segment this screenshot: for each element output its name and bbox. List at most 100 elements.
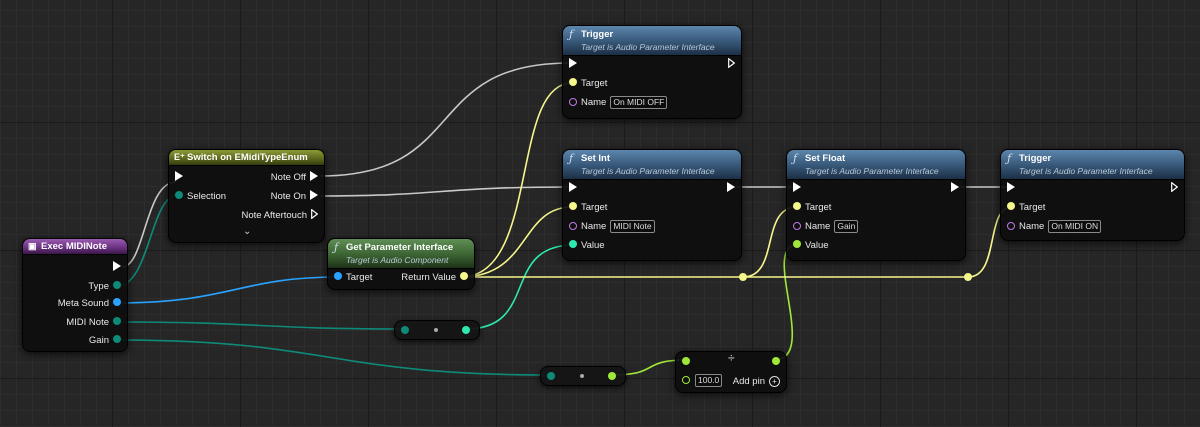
input-target[interactable]: Target	[1007, 201, 1049, 215]
expand-chevron-icon[interactable]: ⌄	[243, 226, 252, 237]
exec-wire	[319, 62, 571, 177]
trigger-on-node[interactable]: ƒ Trigger Target is Audio Parameter Inte…	[1000, 149, 1185, 241]
exec-input-row[interactable]	[569, 182, 577, 196]
exec-pin-icon[interactable]	[1171, 182, 1178, 193]
input-value[interactable]: Value	[569, 239, 609, 253]
output-return-value[interactable]: Return Value	[397, 271, 468, 285]
input-divisor[interactable]: 100.0	[682, 374, 723, 388]
output-meta-sound[interactable]: Meta Sound	[54, 297, 121, 311]
data-pin-icon[interactable]	[334, 272, 342, 281]
data-pin-icon[interactable]	[547, 372, 555, 380]
data-pin-icon[interactable]	[569, 202, 577, 211]
input-target[interactable]: Target	[569, 201, 611, 215]
exec-pin-icon[interactable]	[793, 182, 801, 193]
data-pin-icon[interactable]	[113, 317, 121, 326]
exec-pin-icon[interactable]	[569, 58, 577, 69]
output-note-off[interactable]: Note Off	[267, 171, 318, 185]
object-wire	[460, 206, 573, 278]
output-note-aftertouch[interactable]: Note Aftertouch	[238, 209, 318, 223]
data-pin-icon[interactable]	[462, 326, 470, 334]
data-pin-icon[interactable]	[1007, 221, 1015, 230]
exec-pin-icon[interactable]	[727, 182, 735, 193]
pin-label: Name	[581, 221, 607, 233]
data-pin-icon[interactable]	[569, 240, 577, 249]
int-wire	[465, 244, 575, 330]
exec-pin-icon[interactable]	[113, 261, 121, 272]
output-type[interactable]: Type	[84, 280, 121, 294]
data-pin-icon[interactable]	[793, 221, 801, 230]
output-gain[interactable]: Gain	[85, 334, 121, 348]
data-pin-icon[interactable]	[113, 335, 121, 344]
data-pin-icon[interactable]	[608, 372, 616, 380]
exec-pin-icon[interactable]	[175, 171, 183, 182]
exec-input-row[interactable]	[793, 182, 801, 196]
exec-midi-note-node[interactable]: ▣ Exec MIDINote Type Meta Sound MIDI Not…	[22, 238, 128, 352]
exec-input-row[interactable]	[1007, 182, 1015, 196]
get-parameter-interface-node[interactable]: ƒ Get Parameter Interface Target is Audi…	[327, 238, 475, 290]
exec-pin-icon[interactable]	[311, 209, 318, 220]
name-field[interactable]: On MIDI OFF	[610, 96, 668, 109]
node-header: E⁺ Switch on EMidiTypeEnum	[169, 150, 324, 166]
exec-input-row[interactable]	[175, 171, 183, 185]
add-pin-button[interactable]: Add pin+	[729, 375, 780, 389]
exec-pin-icon[interactable]	[310, 171, 318, 182]
pin-label: Note On	[270, 191, 306, 202]
divisor-field[interactable]: 100.0	[695, 374, 723, 387]
data-pin-icon[interactable]	[175, 191, 183, 200]
int-conversion-node[interactable]	[394, 320, 480, 340]
input-target[interactable]: Target	[569, 77, 611, 91]
input-target[interactable]: Target	[793, 201, 835, 215]
output-midi-note[interactable]: MIDI Note	[62, 316, 121, 330]
name-field[interactable]: Gain	[834, 220, 859, 233]
data-pin-icon[interactable]	[460, 272, 468, 281]
exec-pin-icon[interactable]	[310, 190, 318, 201]
divide-node[interactable]: ÷ 100.0 Add pin+	[675, 351, 787, 393]
name-field[interactable]: MIDI Note	[610, 220, 655, 233]
exec-pin-icon[interactable]	[951, 182, 959, 193]
function-icon: ƒ	[793, 152, 798, 165]
object-reroute-knot[interactable]	[739, 273, 747, 281]
data-pin-icon[interactable]	[1007, 202, 1015, 211]
object-reroute-knot[interactable]	[964, 273, 972, 281]
data-pin-icon[interactable]	[569, 97, 577, 106]
exec-pin-icon[interactable]	[728, 58, 735, 69]
data-pin-icon[interactable]	[793, 202, 801, 211]
exec-output-row[interactable]	[728, 58, 735, 72]
exec-output-row[interactable]	[1171, 182, 1178, 196]
exec-output-row[interactable]	[113, 261, 121, 275]
node-subtitle: Target is Audio Component	[346, 255, 449, 265]
data-pin-icon[interactable]	[793, 240, 801, 249]
float-conversion-node[interactable]	[540, 366, 626, 386]
input-target[interactable]: Target	[334, 271, 376, 285]
pin-label: Target	[1019, 202, 1046, 213]
data-pin-icon[interactable]	[113, 298, 121, 307]
data-pin-icon[interactable]	[772, 357, 780, 365]
input-selection[interactable]: Selection	[175, 190, 230, 204]
set-float-node[interactable]: ƒ Set Float Target is Audio Parameter In…	[786, 149, 966, 261]
data-pin-icon[interactable]	[401, 326, 409, 334]
pin-label: Target	[346, 272, 373, 283]
trigger-off-node[interactable]: ƒ Trigger Target is Audio Parameter Inte…	[562, 25, 742, 119]
output-note-on[interactable]: Note On	[267, 190, 318, 204]
exec-input-row[interactable]	[569, 58, 577, 72]
data-pin-icon[interactable]	[682, 375, 690, 384]
exec-pin-icon[interactable]	[1007, 182, 1015, 193]
exec-pin-icon[interactable]	[569, 182, 577, 193]
data-pin-icon[interactable]	[682, 357, 690, 365]
data-pin-icon[interactable]	[113, 281, 121, 290]
pin-label: Selection	[187, 191, 227, 202]
pin-label: Note Off	[270, 172, 306, 183]
exec-output-row[interactable]	[951, 182, 959, 196]
switch-enum-node[interactable]: E⁺ Switch on EMidiTypeEnum Selection Not…	[168, 149, 325, 243]
data-pin-icon[interactable]	[569, 221, 577, 230]
set-int-node[interactable]: ƒ Set Int Target is Audio Parameter Inte…	[562, 149, 742, 261]
data-pin-icon[interactable]	[569, 78, 577, 87]
input-value[interactable]: Value	[793, 239, 833, 253]
conversion-dot	[434, 328, 438, 332]
exec-output-row[interactable]	[727, 182, 735, 196]
name-field[interactable]: On MIDI ON	[1048, 220, 1102, 233]
